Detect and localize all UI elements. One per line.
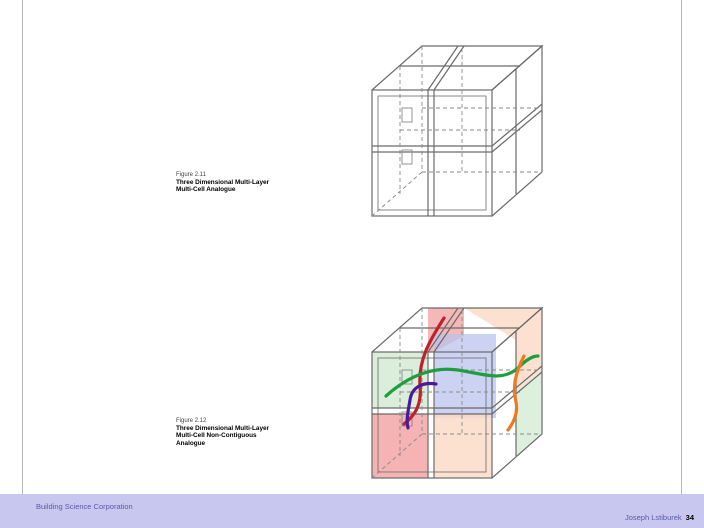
figure-2-11-title-line2: Multi-Cell Analogue: [176, 186, 236, 194]
purple-path: [405, 381, 438, 430]
figure-2-11-wireframe: [371, 44, 544, 217]
figure-2-12-title-line2: Multi-Cell Non-Contiguous: [176, 432, 257, 440]
figure-2-12-number: Figure 2.12: [176, 418, 207, 424]
blue-cell-center: [434, 334, 496, 418]
orange-path: [506, 354, 526, 432]
slide-border-right: [681, 0, 682, 494]
figure-2-12-title-line1: Three Dimensional Multi-Layer: [176, 425, 270, 432]
figure-2-11-number: Figure 2.11: [176, 172, 206, 178]
footer-bar: [0, 494, 704, 528]
slide-border-left: [22, 0, 23, 494]
peach-cell-top-right: [464, 308, 542, 392]
green-cell-right: [516, 370, 542, 456]
figure-2-11-caption: Figure 2.11 Three Dimensional Multi-Laye…: [176, 172, 346, 194]
green-path: [384, 354, 540, 398]
page-number: 34: [685, 513, 694, 522]
figure-2-11-title-line1: Three Dimensional Multi-Layer: [176, 179, 270, 186]
footer-organization: Building Science Corporation: [36, 502, 133, 511]
figure-2-12-colored-cube: [371, 306, 544, 479]
footer-author: Joseph Lstiburek: [624, 513, 682, 522]
peach-cell-bottom: [434, 414, 492, 478]
red-cell-bottom: [372, 414, 428, 478]
figure-2-12-title-line3: Analogue: [176, 439, 206, 447]
figure-2-12-caption: Figure 2.12 Three Dimensional Multi-Laye…: [176, 418, 346, 447]
